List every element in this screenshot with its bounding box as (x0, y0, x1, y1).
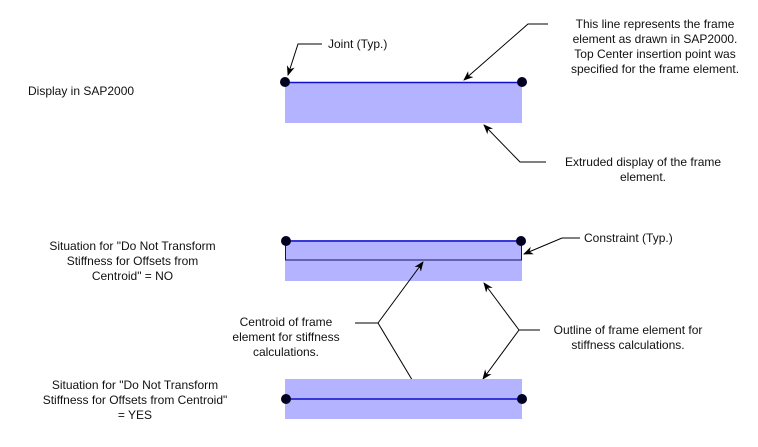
constraint-leader (523, 237, 580, 255)
situation-yes-label: Situation for "Do Not Transform Stiffnes… (15, 378, 255, 423)
outline-note-line: stiffness calculations. (571, 338, 685, 352)
centroid-note-line: element for stiffness (232, 330, 340, 344)
outline-note-line: Outline of frame element for (553, 323, 703, 337)
outline-leader-down (482, 329, 520, 380)
joint-leader (286, 43, 322, 76)
line-note-leader (463, 23, 548, 81)
joint-right (517, 77, 527, 87)
situation-yes-line: Situation for "Do Not Transform (51, 378, 219, 392)
outline-leader-up (483, 282, 520, 331)
extruded-note-line: element. (619, 170, 667, 184)
joint-left (281, 394, 291, 404)
centroid-note-line: Centroid of frame (239, 315, 333, 329)
situation-yes-frame-group (281, 379, 527, 419)
display-title: Display in SAP2000 (28, 84, 135, 98)
centroid-note-line: calculations. (252, 345, 320, 359)
situation-no-line: Stiffness for Offsets from (66, 254, 199, 268)
situation-no-frame-group (281, 236, 526, 281)
extruded-note-line: Extruded display of the frame (564, 155, 722, 169)
display-frame-group (280, 77, 527, 123)
extruded-frame-display (285, 82, 522, 123)
line-note-line: element as drawn in SAP2000. (572, 32, 738, 46)
situation-no-label: Situation for "Do Not Transform Stiffnes… (20, 239, 245, 284)
joint-left (280, 77, 290, 87)
joint-label: Joint (Typ.) (328, 37, 388, 51)
centroid-leader-up (377, 261, 424, 324)
centroid-note: Centroid of frame element for stiffness … (220, 315, 352, 360)
outline-note: Outline of frame element for stiffness c… (544, 323, 712, 353)
line-note-line: Top Center insertion point was (574, 47, 736, 61)
extruded-note: Extruded display of the frame element. (548, 155, 738, 185)
situation-no-line: Situation for "Do Not Transform (49, 239, 216, 253)
line-note-line: This line represents the frame (575, 17, 735, 31)
joint-left (281, 236, 291, 246)
situation-yes-line: = YES (117, 408, 153, 422)
situation-yes-line: Stiffness for Offsets from Centroid" (42, 393, 228, 407)
line-note: This line represents the frame element a… (550, 17, 758, 77)
extruded-note-leader (483, 124, 546, 163)
joint-right (516, 236, 526, 246)
constraint-label: Constraint (Typ.) (584, 231, 673, 245)
situation-no-line: Centroid" = NO (91, 269, 174, 283)
line-note-line: specified for the frame element. (570, 62, 740, 76)
joint-right (517, 394, 527, 404)
